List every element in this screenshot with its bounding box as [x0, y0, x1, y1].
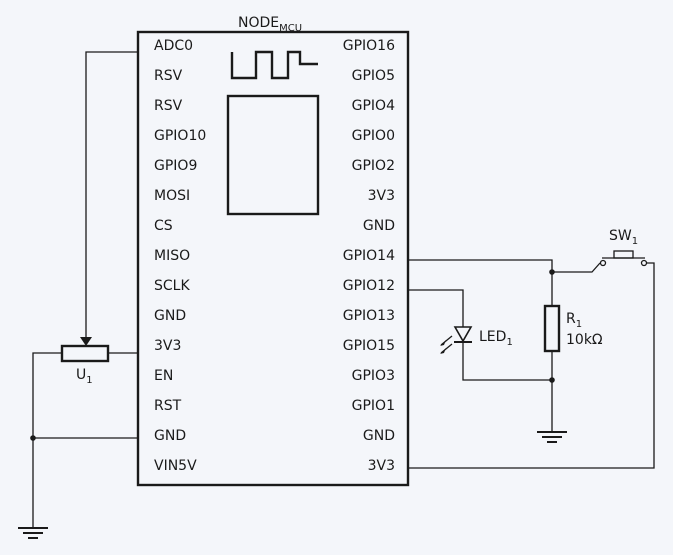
right-pin-label: GPIO2	[352, 158, 395, 174]
left-pin-label: RST	[154, 398, 182, 414]
right-pin-label: GND	[363, 218, 395, 234]
junction-dot-left	[30, 435, 36, 441]
resistor-body	[543, 304, 561, 353]
switch-label: SW1	[609, 228, 638, 247]
left-pin-label: MISO	[154, 248, 190, 264]
module-title-main: NODE	[238, 15, 279, 31]
ground-symbol-left-icon	[18, 527, 48, 539]
led-label-index: 1	[506, 337, 512, 348]
left-pin-label: GND	[154, 308, 186, 324]
right-pin-label: GPIO0	[352, 128, 395, 144]
wire-pot-gnd	[32, 352, 62, 528]
left-pin-label: RSV	[154, 68, 183, 84]
right-pin-label: GPIO13	[343, 308, 395, 324]
right-pin-label: 3V3	[368, 188, 395, 204]
left-pin-label: RSV	[154, 98, 183, 114]
pot-label: U1	[76, 367, 93, 386]
right-pin-label: GPIO1	[352, 398, 395, 414]
module-title: NODEMCU	[238, 15, 302, 34]
led-diode-triangle	[453, 326, 473, 343]
right-pin-label: GPIO15	[343, 338, 395, 354]
switch-label-letter: SW	[609, 228, 632, 244]
left-pin-label: ADC0	[154, 38, 193, 54]
led-label-letter: LED	[479, 329, 506, 345]
antenna-trace	[230, 50, 318, 80]
right-pin-labels: GPIO16GPIO5GPIO4GPIO0GPIO23V3GNDGPIO14GP…	[343, 38, 395, 474]
resistor-r1: R1 10kΩ	[543, 304, 603, 353]
switch-label-index: 1	[632, 236, 638, 247]
right-pin-label: GPIO5	[352, 68, 395, 84]
potentiometer-u1: U1	[32, 51, 138, 528]
resistor-label-letter: R	[566, 311, 576, 327]
left-pin-label: GPIO9	[154, 158, 197, 174]
ground-symbol-right-icon	[537, 431, 567, 443]
wire-switch-left	[552, 262, 601, 273]
right-pin-label: GPIO3	[352, 368, 395, 384]
pot-label-index: 1	[86, 375, 92, 386]
wire-switch-3v3	[408, 262, 655, 469]
module-title-sub: MCU	[279, 23, 302, 34]
right-pin-label: 3V3	[368, 458, 395, 474]
right-pin-label: GPIO14	[343, 248, 395, 264]
left-pin-label: 3V3	[154, 338, 181, 354]
resistor-label-index: 1	[576, 319, 582, 330]
esp-chip-shield	[226, 94, 320, 216]
wire-gpio14	[408, 259, 553, 306]
potentiometer-body	[60, 344, 110, 363]
right-pin-label: GND	[363, 428, 395, 444]
led-1: LED1	[408, 289, 552, 381]
wire-gpio12-led	[408, 289, 464, 327]
left-pin-label: MOSI	[154, 188, 190, 204]
right-pin-label: GPIO16	[343, 38, 395, 54]
left-pin-label: CS	[154, 218, 173, 234]
led-light-arrows-icon	[440, 335, 453, 354]
left-pin-label: EN	[154, 368, 173, 384]
switch-contact-left	[599, 259, 607, 267]
resistor-value: 10kΩ	[566, 332, 603, 348]
resistor-label: R1	[566, 311, 582, 330]
pushbutton-sw1: SW1	[552, 228, 648, 273]
switch-contact-right	[640, 259, 648, 267]
left-pin-label: GPIO10	[154, 128, 206, 144]
switch-cap	[613, 250, 634, 259]
right-pin-label: GPIO12	[343, 278, 395, 294]
wiper-arrow-icon	[80, 337, 92, 346]
left-pin-label: SCLK	[154, 278, 190, 294]
left-pin-label: VIN5V	[154, 458, 197, 474]
left-pin-label: GND	[154, 428, 186, 444]
wire-adc0-wiper	[85, 51, 138, 338]
pot-label-letter: U	[76, 367, 86, 383]
nodemcu-module-box	[136, 30, 410, 487]
led-label: LED1	[479, 329, 513, 348]
right-pin-label: GPIO4	[352, 98, 395, 114]
wire-led-junction	[462, 342, 552, 381]
